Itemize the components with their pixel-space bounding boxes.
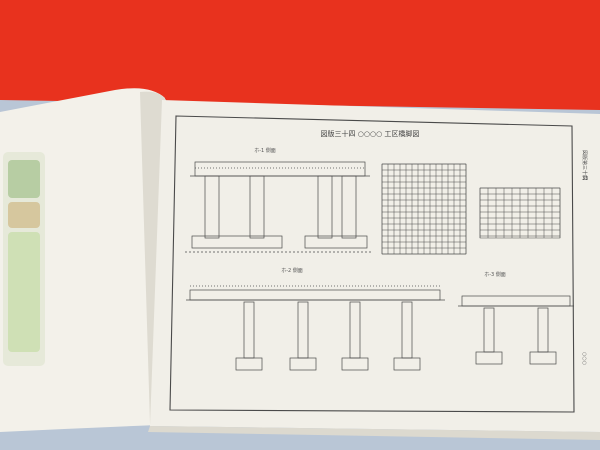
section-label-2: ホ-2 側面 bbox=[281, 267, 303, 274]
section-label-3: ホ-3 側面 bbox=[484, 271, 506, 278]
drawing-title: 図版三十四 ○○○○ 工区橋脚図 bbox=[321, 129, 420, 138]
bookmark-pattern-a bbox=[8, 160, 40, 198]
bottom-bridge-drawing bbox=[186, 285, 445, 371]
grid-drawing-right bbox=[479, 187, 561, 239]
right-page bbox=[150, 100, 600, 432]
section-label-1: ホ-1 側面 bbox=[254, 147, 276, 154]
page-number: 33 bbox=[582, 176, 588, 182]
grid-drawing-left bbox=[381, 163, 467, 255]
page-edge-shadow bbox=[148, 426, 600, 440]
drawing-frame bbox=[169, 115, 575, 413]
margin-text-right: 図版第三十四 bbox=[581, 150, 588, 180]
bookmark-pattern-c bbox=[8, 232, 40, 352]
bookmark-pattern-b bbox=[8, 202, 40, 228]
bottom-right-pier-drawing bbox=[458, 295, 574, 365]
top-left-pier-drawing bbox=[185, 161, 372, 253]
margin-text-bottom-right: ○○○ bbox=[581, 352, 587, 365]
